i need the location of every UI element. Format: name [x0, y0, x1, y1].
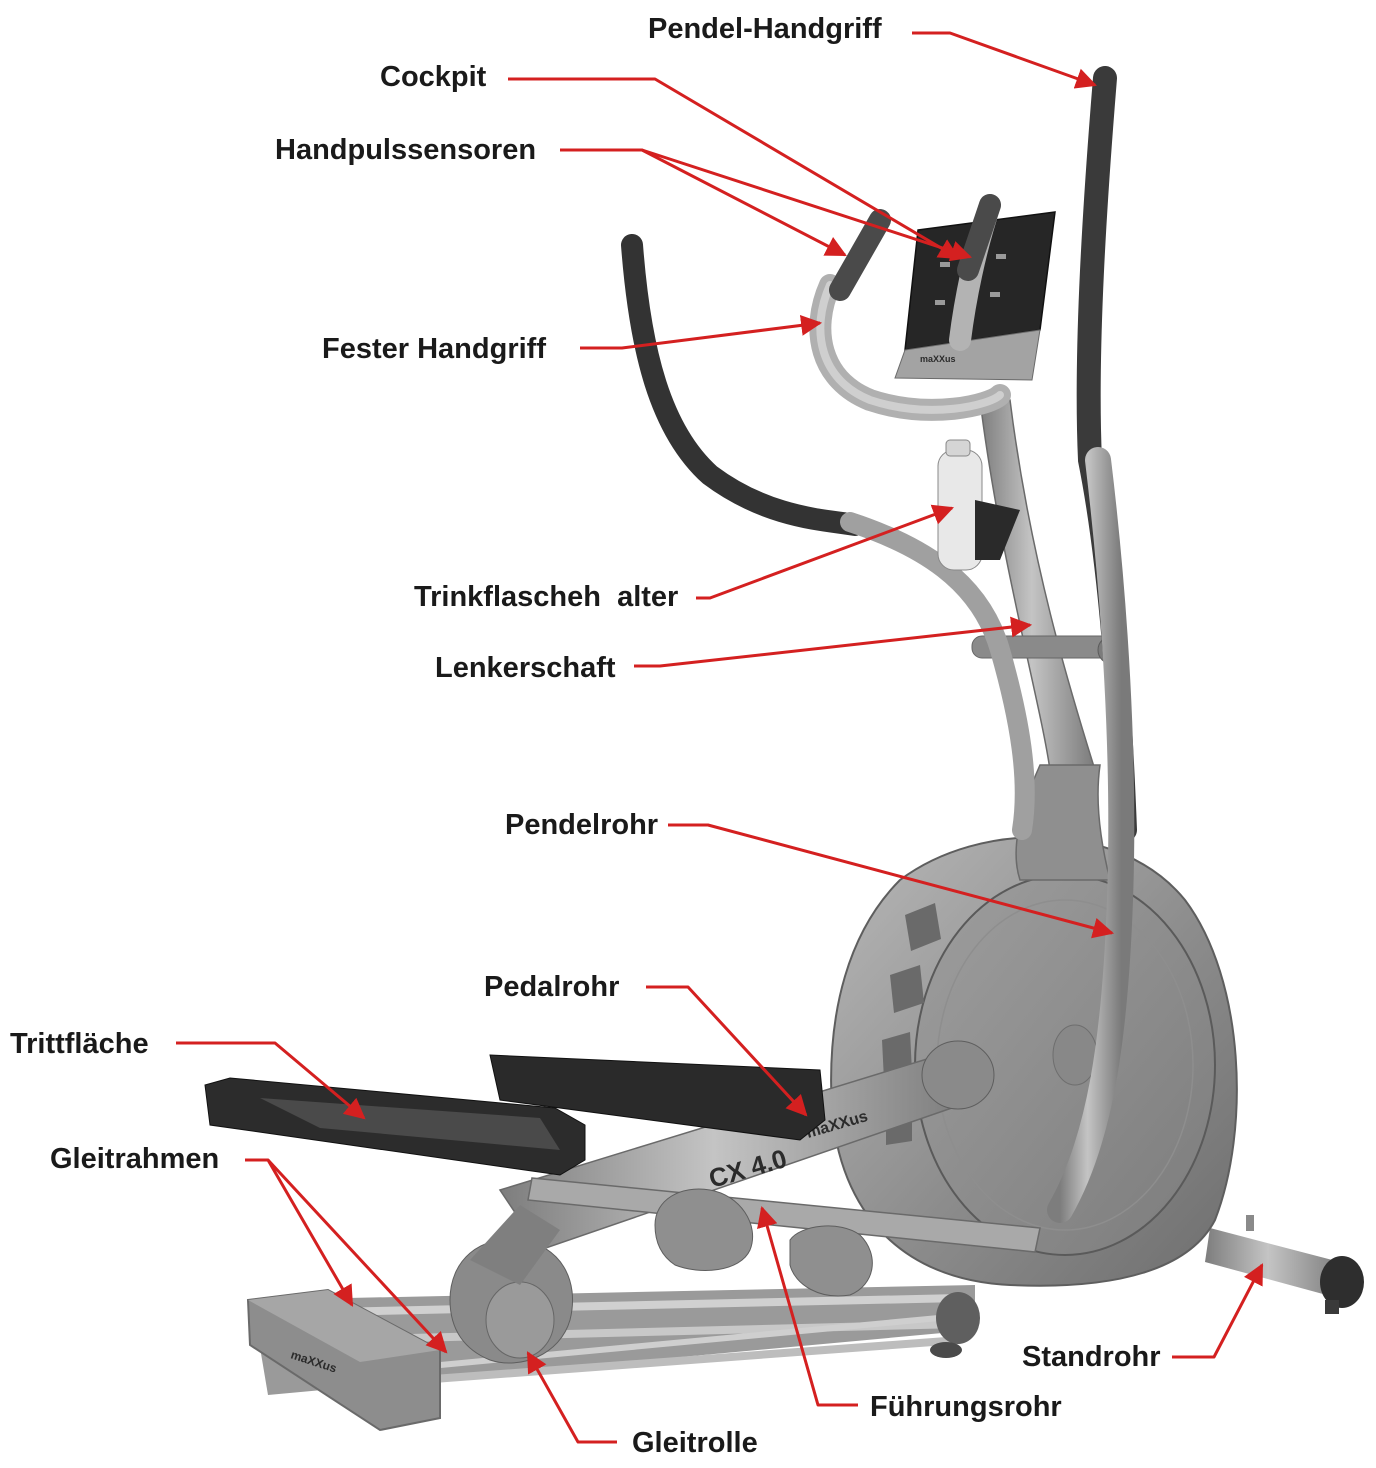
leader-lines	[176, 31, 1264, 1444]
machine-illustration: maXXus	[204, 66, 1364, 1432]
leader-lenkerschaft	[634, 616, 1033, 668]
leader-handpuls-2	[641, 148, 972, 262]
label-gleitrolle: Gleitrolle	[632, 1427, 758, 1459]
slide-rollers	[449, 1188, 873, 1364]
leader-fester-handgriff	[580, 314, 823, 350]
rear-base-tube	[1205, 1215, 1364, 1314]
label-cockpit: Cockpit	[380, 61, 487, 93]
labels: Pendel-Handgriff Cockpit Handpulssensore…	[10, 13, 1161, 1459]
guide-tube	[527, 1177, 1041, 1253]
label-trittflaeche: Trittfläche	[10, 1028, 149, 1060]
leader-pendelrohr	[668, 823, 1115, 939]
label-fester-handgriff: Fester Handgriff	[322, 333, 546, 365]
cockpit-logo: maXXus	[920, 354, 956, 364]
leader-cockpit	[508, 77, 960, 260]
label-fuehrungsrohr: Führungsrohr	[870, 1391, 1062, 1423]
leader-pedalrohr	[646, 985, 808, 1117]
main-column	[971, 399, 1128, 881]
leader-standrohr	[1172, 1263, 1264, 1359]
foot-pedals	[204, 1054, 826, 1176]
label-pedalrohr: Pedalrohr	[484, 971, 619, 1003]
pendulum-handles	[621, 66, 1137, 1223]
leader-fuehrungsrohr	[757, 1205, 858, 1407]
leader-trinkflaschenhalter	[696, 504, 954, 600]
leader-gleitrolle	[526, 1351, 617, 1444]
leader-gleitrahmen-2	[266, 1158, 448, 1354]
bottle-holder	[937, 439, 1020, 571]
label-gleitrahmen: Gleitrahmen	[50, 1143, 219, 1175]
label-handpulssensoren: Handpulssensoren	[275, 134, 536, 166]
label-standrohr: Standrohr	[1022, 1341, 1161, 1373]
label-pendel-handgriff: Pendel-Handgriff	[648, 13, 882, 45]
leader-trittflaeche	[176, 1041, 366, 1120]
slide-frame-endcap: maXXus	[246, 1288, 441, 1432]
leader-pendel-handgriff	[912, 31, 1097, 89]
label-pendelrohr: Pendelrohr	[505, 809, 658, 841]
label-lenkerschaft: Lenkerschaft	[435, 652, 616, 684]
label-trinkflaschenhalter: Trinkflascheh alter	[414, 581, 678, 613]
